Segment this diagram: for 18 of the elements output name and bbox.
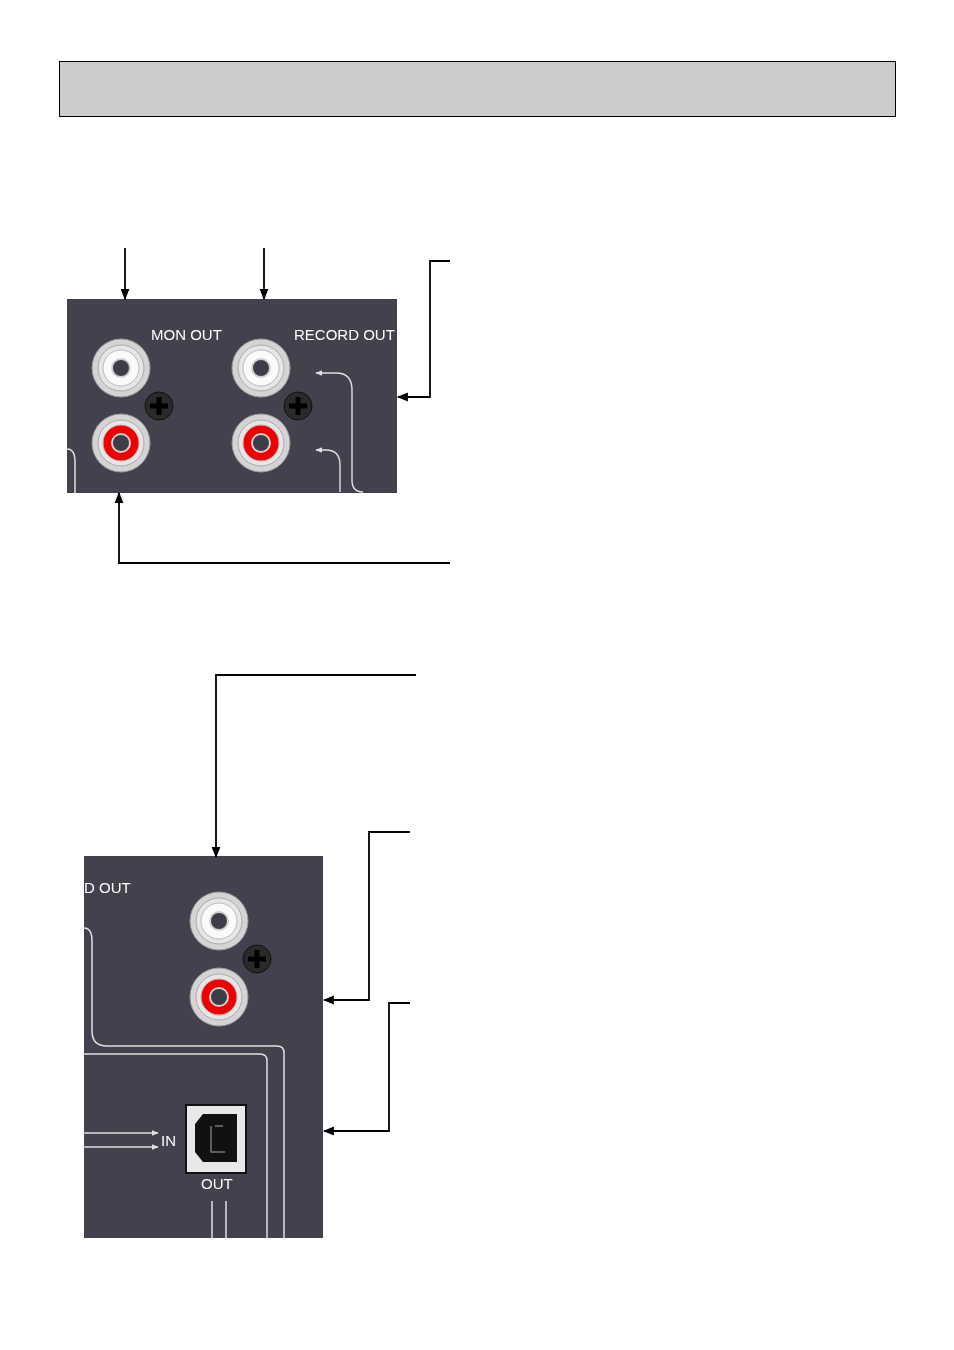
jack-label: RECORD OUT (294, 327, 395, 343)
leader-arrow (315, 447, 341, 493)
leader-arrow (120, 247, 130, 301)
leader-arrow (322, 1002, 411, 1136)
leader-arrow (83, 1130, 159, 1136)
leader-arrow (322, 831, 411, 1005)
jack-label: OUT (201, 1176, 233, 1192)
leader-arrow (83, 1144, 159, 1150)
leader-arrow (315, 370, 364, 493)
rear-panel (67, 299, 397, 493)
leader-arrow (211, 674, 417, 859)
rear-panel (84, 856, 323, 1238)
leader-arrow (259, 247, 269, 301)
leader-arrow (114, 491, 451, 564)
jack-label: D OUT (84, 880, 131, 896)
port-label: IN (161, 1133, 176, 1149)
leader-arrow (396, 260, 451, 402)
jack-label: MON OUT (151, 327, 222, 343)
